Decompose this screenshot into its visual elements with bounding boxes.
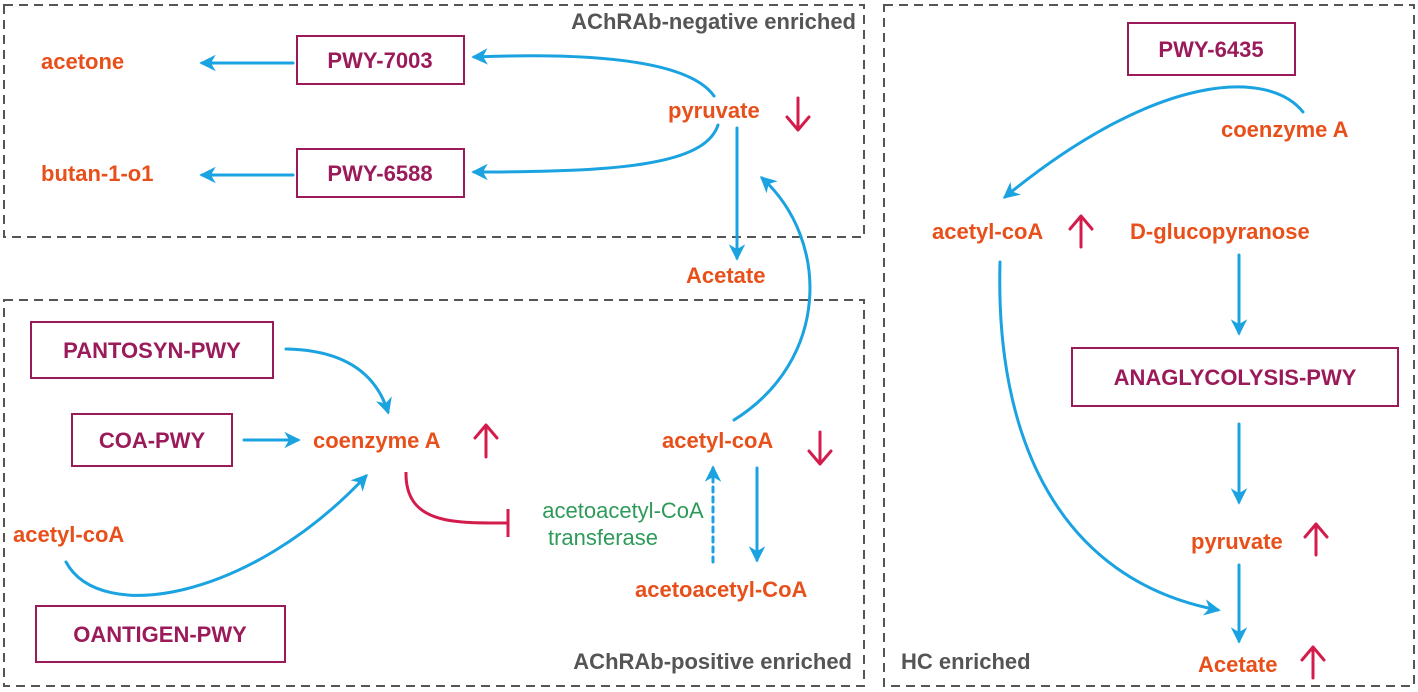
coa-box [71,413,233,467]
arrow-pyruvate-to-pwy6588 [471,123,720,181]
metabolite-coenzyme-a-hc: coenzyme A [1221,117,1349,142]
arrow-acetyl-coa-to-pyruvate [732,176,812,422]
anaglycolysis-label: ANAGLYCOLYSIS-PWY [1114,365,1357,390]
region-positive-box [3,299,865,687]
pwy6588-label: PWY-6588 [327,161,432,186]
metabolite-acetyl-coa-hc: acetyl-coA [932,219,1043,244]
arrow-pwy6435-to-acetyl-coa [1002,85,1305,199]
pantosyn-label: PANTOSYN-PWY [63,338,241,363]
enzyme-label-line1: acetoacetyl-CoA [542,498,704,523]
arrow-acetyl-coa-to-acetate-hc [998,260,1221,616]
oantigen-label: OANTIGEN-PWY [73,622,247,647]
metabolite-acetoacetyl-coa: acetoacetyl-CoA [635,577,808,602]
pwy6435-box [1127,22,1296,76]
metabolite-acetate-hc: Acetate [1198,652,1277,677]
oantigen-box [35,605,286,663]
region-positive-label: AChRAb-positive enriched [573,649,852,674]
pwy6588-box [296,148,465,198]
arrow-pantosyn-to-coenzyme-a [284,347,392,415]
coa-label: COA-PWY [99,428,206,453]
metabolite-acetone: acetone [41,49,124,74]
pwy6435-label: PWY-6435 [1158,37,1263,62]
up-arrow-icon-pyruvate-hc [1303,522,1329,557]
inhibition-coenzyme-a-to-transferase [404,471,508,525]
metabolite-coenzyme-a-positive: coenzyme A [313,428,441,453]
metabolite-d-glucopyranose: D-glucopyranose [1130,219,1310,244]
pwy7003-box [296,35,465,85]
up-arrow-icon-acetate-hc [1300,645,1326,680]
pantosyn-box [30,321,274,379]
anaglycolysis-box [1071,347,1399,407]
metabolite-acetate-middle: Acetate [686,263,765,288]
metabolite-pyruvate-negative: pyruvate [668,98,760,123]
arrow-acetyl-coa-to-coenzyme-a [64,473,368,597]
region-negative-label: AChRAb-negative enriched [571,9,856,34]
metabolite-pyruvate-hc: pyruvate [1191,529,1283,554]
metabolite-acetyl-coa-positive-right: acetyl-coA [662,428,773,453]
metabolite-butanol: butan-1-o1 [41,161,153,186]
up-arrow-icon-coenzyme-a-positive [473,423,499,459]
region-negative-box [3,4,865,238]
down-arrow-icon-pyruvate-negative [785,96,811,132]
up-arrow-icon-acetyl-coa-hc [1068,214,1094,249]
region-hc-label: HC enriched [901,649,1031,674]
region-hc-box [883,4,1415,687]
arrow-pyruvate-to-pwy7003 [471,48,716,98]
pwy7003-label: PWY-7003 [327,48,432,73]
down-arrow-icon-acetyl-coa-positive [807,430,833,466]
enzyme-label-line2: transferase [548,525,658,550]
metabolite-acetyl-coa-positive-left: acetyl-coA [13,522,124,547]
